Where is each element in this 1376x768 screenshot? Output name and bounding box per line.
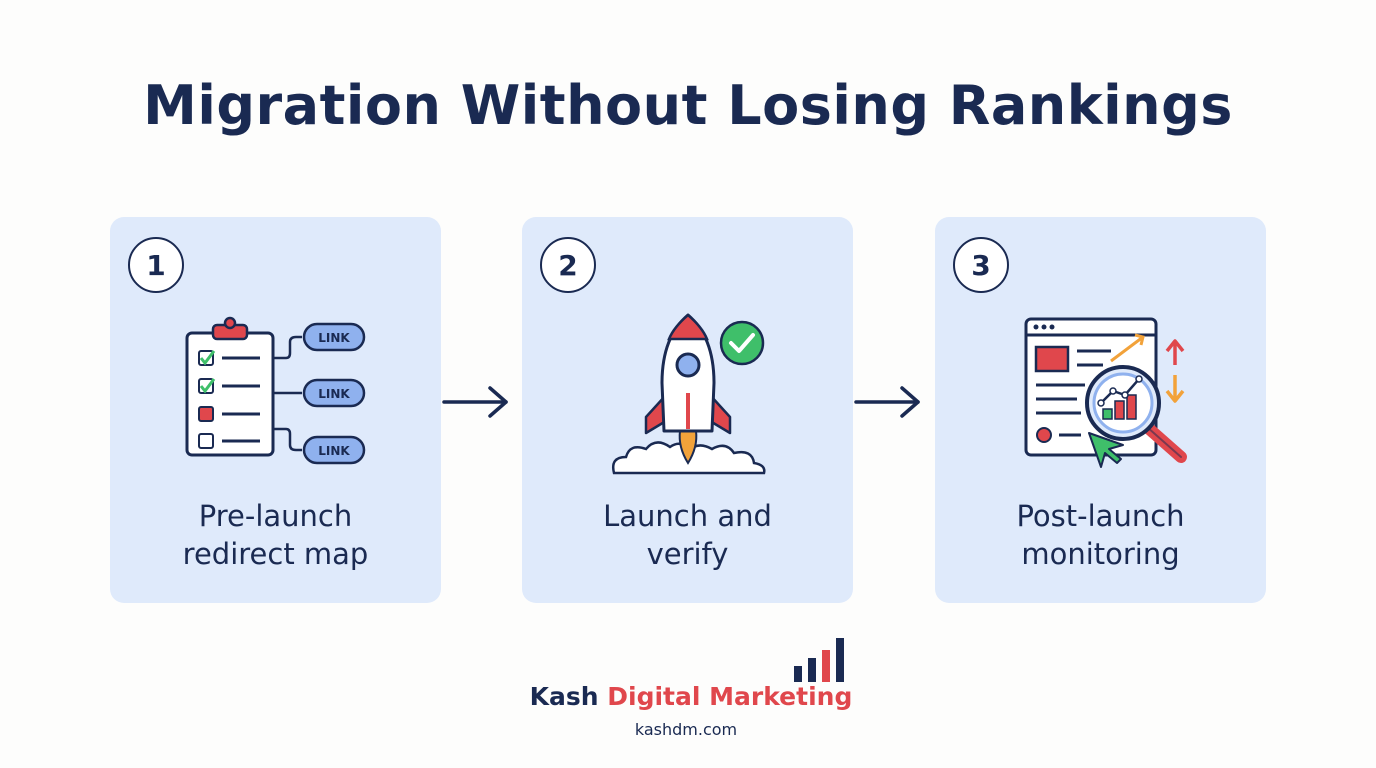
step-label-line-2: monitoring: [1021, 537, 1180, 571]
step-card-post-launch: 3: [935, 217, 1266, 603]
svg-text:LINK: LINK: [318, 387, 350, 401]
svg-text:LINK: LINK: [318, 331, 350, 345]
arrow-right-icon: [854, 386, 920, 418]
step-label-line-2: verify: [646, 537, 729, 571]
step-label-line-1: Post-launch: [1016, 499, 1185, 533]
brand-name-digital-marketing: Digital Marketing: [607, 682, 853, 711]
link-tag-bottom: LINK: [302, 435, 366, 465]
step-label-line-1: Pre-launch: [198, 499, 353, 533]
brand-url: kashdm.com: [634, 720, 738, 739]
step-label: Launch and verify: [542, 497, 833, 573]
brand-name: Kash Digital Marketing: [526, 682, 856, 711]
svg-text:LINK: LINK: [318, 444, 350, 458]
step-number-badge: 1: [128, 237, 184, 293]
brand-footer: Kash Digital Marketing kashdm.com: [526, 636, 856, 746]
step-label-line-1: Launch and: [603, 499, 772, 533]
step-label-line-2: redirect map: [182, 537, 369, 571]
bar-chart-logo-icon: [794, 638, 844, 682]
analytics-magnifier-icon: [1024, 317, 1187, 468]
up-down-arrows-icon: [1165, 339, 1185, 403]
link-tag-top: LINK: [302, 322, 366, 352]
page-title: Migration Without Losing Rankings: [143, 74, 1233, 137]
clipboard-redirect-icon: LINK LINK LINK: [185, 316, 366, 465]
check-circle-icon: [719, 320, 765, 366]
step-card-launch: 2 Launch and verify: [522, 217, 853, 603]
step-card-pre-launch: 1 LINK LINK LINK: [110, 217, 441, 603]
link-tag-middle: LINK: [302, 378, 366, 408]
step-number-badge: 3: [953, 237, 1009, 293]
step-label: Post-launch monitoring: [955, 497, 1246, 573]
cursor-icon: [1088, 432, 1124, 468]
rocket-launch-icon: [612, 313, 766, 475]
magnifier-icon: [1085, 365, 1187, 463]
step-label: Pre-launch redirect map: [130, 497, 421, 573]
step-number-badge: 2: [540, 237, 596, 293]
brand-name-kash: Kash: [529, 682, 599, 711]
arrow-right-icon: [442, 386, 508, 418]
